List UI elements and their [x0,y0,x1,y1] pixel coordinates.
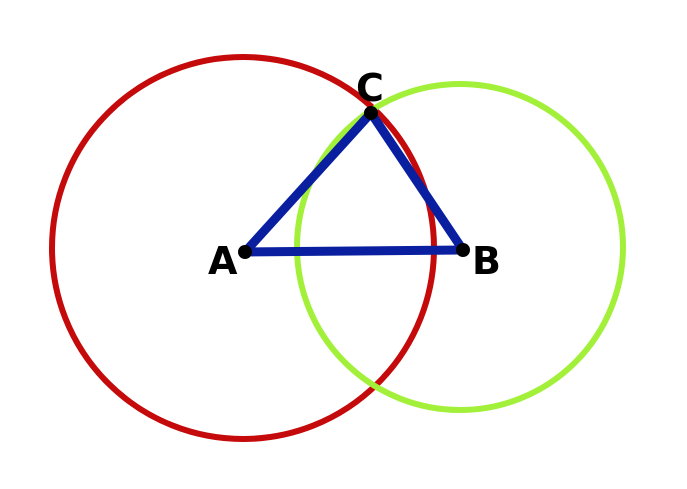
triangle-abc [240,108,468,257]
point-b [456,243,470,257]
segment-ac [240,108,376,257]
point-c [364,106,378,120]
label-a: A [208,239,238,283]
circle-centered-at-b [294,81,626,413]
label-c: C [356,66,384,110]
segment-ab [240,245,468,257]
segment-bc [366,108,468,255]
label-b: B [472,239,501,283]
point-a [238,245,252,259]
